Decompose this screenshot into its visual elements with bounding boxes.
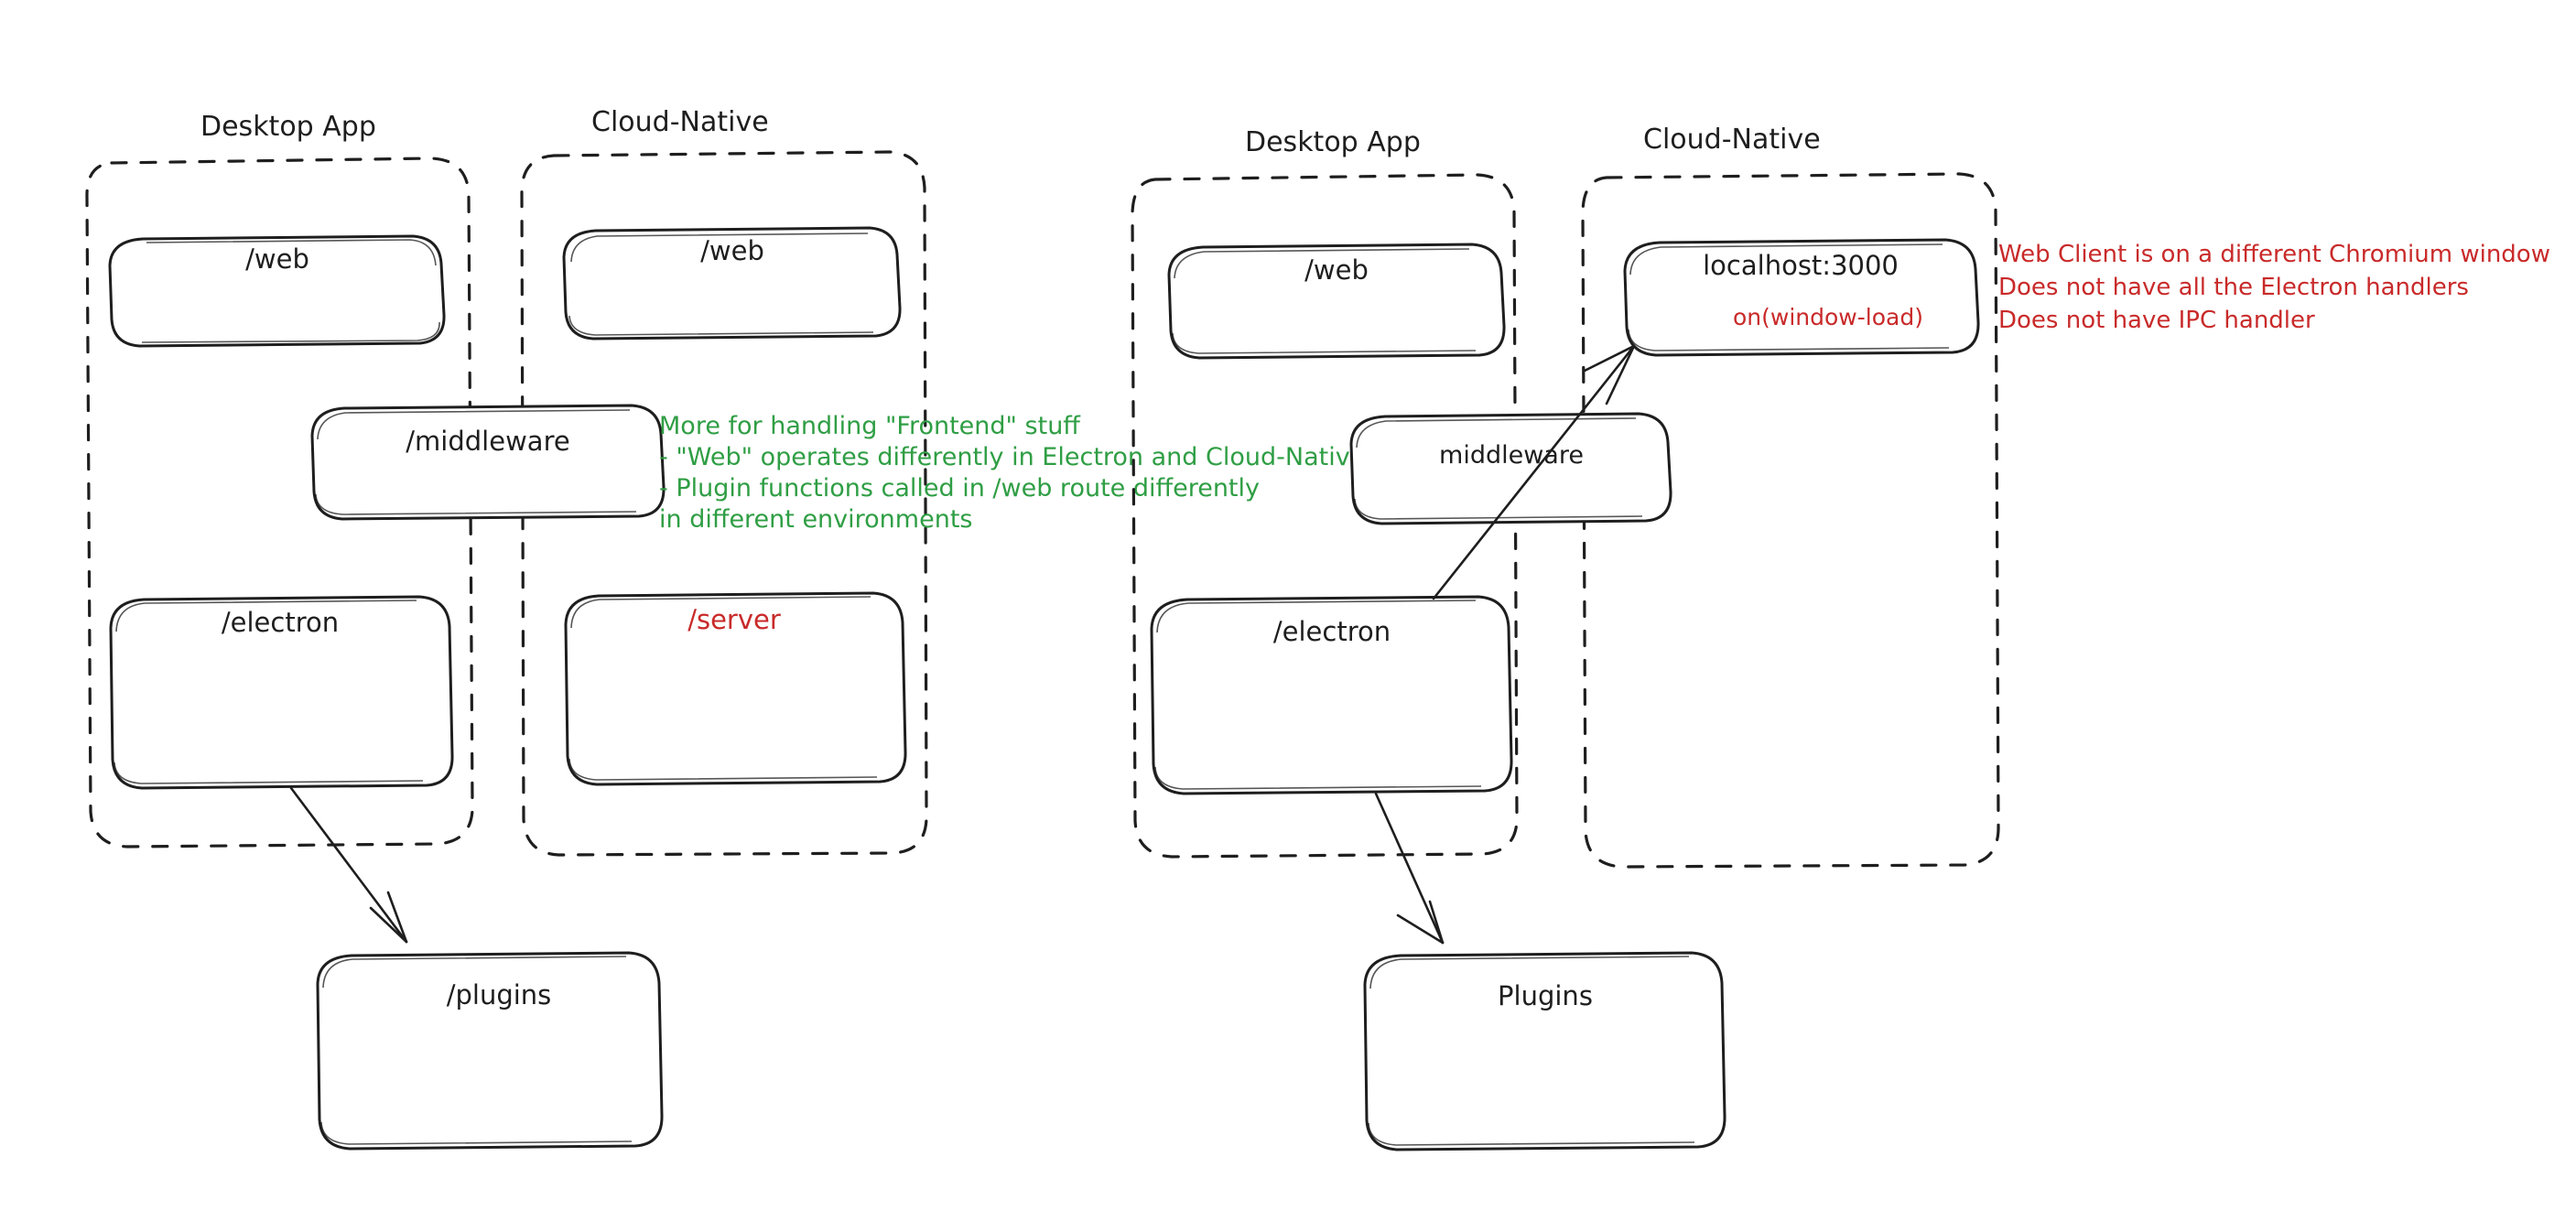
right-middleware-node[interactable]: middleware xyxy=(1349,412,1672,525)
right-localhost-node[interactable]: localhost:3000 on(window-load) xyxy=(1623,238,1980,357)
green-note-line-1: More for handling "Frontend" stuff xyxy=(659,412,1081,440)
left-middleware-node[interactable]: /middleware xyxy=(310,404,666,521)
left-electron-node[interactable]: /electron xyxy=(109,595,454,790)
right-electron-to-plugins-arrow[interactable] xyxy=(1374,792,1445,945)
red-note: Web Client is on a different Chromium wi… xyxy=(1998,241,2550,334)
right-cloud-native-frame[interactable] xyxy=(1581,172,2000,869)
right-electron-node[interactable]: /electron xyxy=(1150,595,1513,795)
left-cloud-web-label: /web xyxy=(700,235,764,266)
red-note-line-3: Does not have IPC handler xyxy=(1998,307,2315,334)
red-note-line-2: Does not have all the Electron handlers xyxy=(1998,274,2469,301)
left-server-node[interactable]: /server xyxy=(564,591,907,786)
left-middleware-label: /middleware xyxy=(406,426,569,457)
right-localhost-sublabel: on(window-load) xyxy=(1733,304,1923,330)
green-note: More for handling "Frontend" stuff - "We… xyxy=(659,412,1365,534)
right-desktop-web-label: /web xyxy=(1304,254,1369,286)
left-cloud-native-label: Cloud-Native xyxy=(591,106,769,138)
right-middleware-label: middleware xyxy=(1439,441,1584,470)
right-plugins-label: Plugins xyxy=(1498,980,1593,1011)
right-electron-label: /electron xyxy=(1273,616,1391,647)
right-diagram: Desktop App Cloud-Native /web localhost:… xyxy=(1131,124,2550,1151)
left-server-label: /server xyxy=(687,604,781,635)
right-desktop-web-node[interactable]: /web xyxy=(1167,243,1506,360)
left-desktop-web-node[interactable]: /web xyxy=(108,234,446,348)
green-note-line-4: in different environments xyxy=(659,505,972,534)
green-note-line-3: - Plugin functions called in /web route … xyxy=(659,474,1260,503)
red-note-line-1: Web Client is on a different Chromium wi… xyxy=(1998,241,2550,268)
left-cloud-web-node[interactable]: /web xyxy=(562,226,902,340)
right-cloud-native-label: Cloud-Native xyxy=(1643,124,1821,156)
left-electron-label: /electron xyxy=(222,607,339,638)
left-plugins-node[interactable]: /plugins xyxy=(316,951,664,1151)
left-electron-to-plugins-arrow[interactable] xyxy=(289,786,408,944)
left-plugins-label: /plugins xyxy=(447,979,552,1010)
right-desktop-app-frame[interactable] xyxy=(1131,173,1519,859)
right-electron-to-localhost-arrow[interactable] xyxy=(1432,344,1636,600)
right-plugins-node[interactable]: Plugins xyxy=(1363,951,1726,1151)
left-diagram: Desktop App Cloud-Native /web /web /midd… xyxy=(85,106,1365,1151)
right-desktop-app-label: Desktop App xyxy=(1245,126,1421,158)
left-desktop-web-label: /web xyxy=(245,243,309,275)
left-desktop-app-frame[interactable] xyxy=(85,157,474,848)
right-localhost-label: localhost:3000 xyxy=(1703,250,1899,281)
green-note-line-2: - "Web" operates differently in Electron… xyxy=(659,443,1365,471)
left-desktop-app-label: Desktop App xyxy=(200,111,376,143)
